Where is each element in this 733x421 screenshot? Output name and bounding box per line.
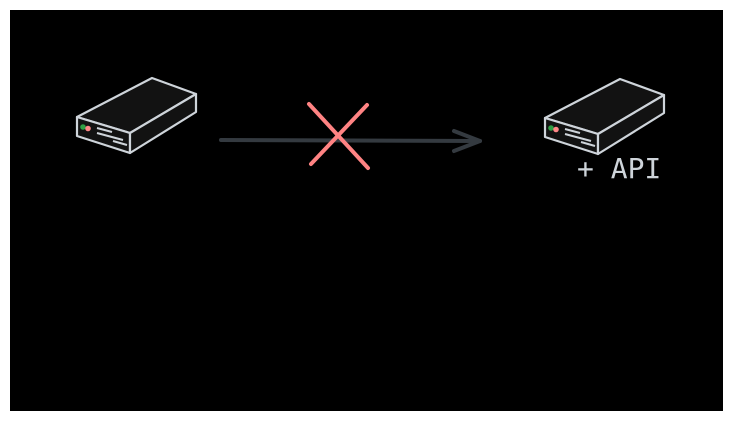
server-left-icon [75,76,198,155]
diagram-canvas [10,10,723,411]
server-right-icon [543,77,666,156]
arrow-connector [219,129,482,153]
blocked-cross-icon [307,102,370,170]
api-label: + API [577,152,662,185]
